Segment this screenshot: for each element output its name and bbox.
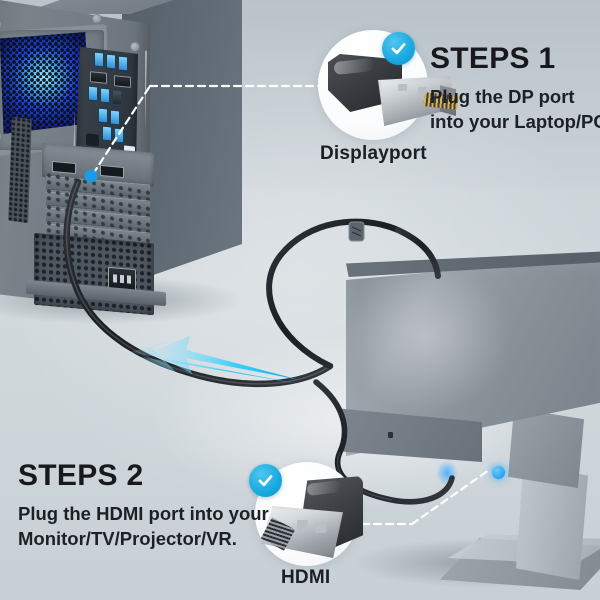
case-screw bbox=[0, 20, 2, 30]
monitor-power-led bbox=[388, 432, 393, 438]
hdmi-port-glow bbox=[436, 460, 458, 486]
usb-port bbox=[94, 51, 104, 68]
display-port-out bbox=[114, 75, 131, 88]
step-1-heading: STEPS 1 bbox=[430, 42, 556, 75]
blue-port-dot-icon bbox=[492, 466, 505, 479]
desktop-pc-tower bbox=[0, 0, 242, 324]
displayport-connector-icon bbox=[328, 54, 459, 126]
step-1-body-line-1: Plug the DP port bbox=[430, 86, 575, 107]
step-2-heading: STEPS 2 bbox=[18, 459, 144, 492]
usb-port bbox=[98, 107, 108, 124]
usb-port bbox=[100, 87, 110, 104]
connector-label-displayport: Displayport bbox=[320, 143, 427, 164]
case-screw bbox=[92, 14, 102, 24]
usb-port bbox=[110, 109, 120, 126]
connector-label-hdmi: HDMI bbox=[281, 567, 331, 588]
usb-port bbox=[106, 53, 116, 70]
pc-side-vent bbox=[8, 116, 32, 224]
hdmi-connector-icon bbox=[261, 476, 371, 562]
usb-port bbox=[118, 55, 128, 72]
usb-port bbox=[112, 89, 122, 106]
usb-port bbox=[88, 85, 98, 102]
step-2-body-line-1: Plug the HDMI port into your bbox=[18, 503, 269, 524]
usb-port bbox=[102, 125, 112, 142]
ps2-port bbox=[86, 133, 99, 147]
step-2-body-line-2: Monitor/TV/Projector/VR. bbox=[18, 528, 237, 549]
step-1-body-line-2: into your Laptop/PC. bbox=[430, 111, 600, 132]
monitor-vesa-hinge bbox=[508, 408, 584, 488]
case-screw bbox=[0, 132, 2, 142]
case-screw bbox=[130, 42, 140, 52]
usb-port bbox=[114, 127, 124, 144]
check-icon bbox=[249, 464, 282, 497]
check-icon bbox=[382, 32, 415, 65]
ethernet-port bbox=[90, 71, 107, 84]
